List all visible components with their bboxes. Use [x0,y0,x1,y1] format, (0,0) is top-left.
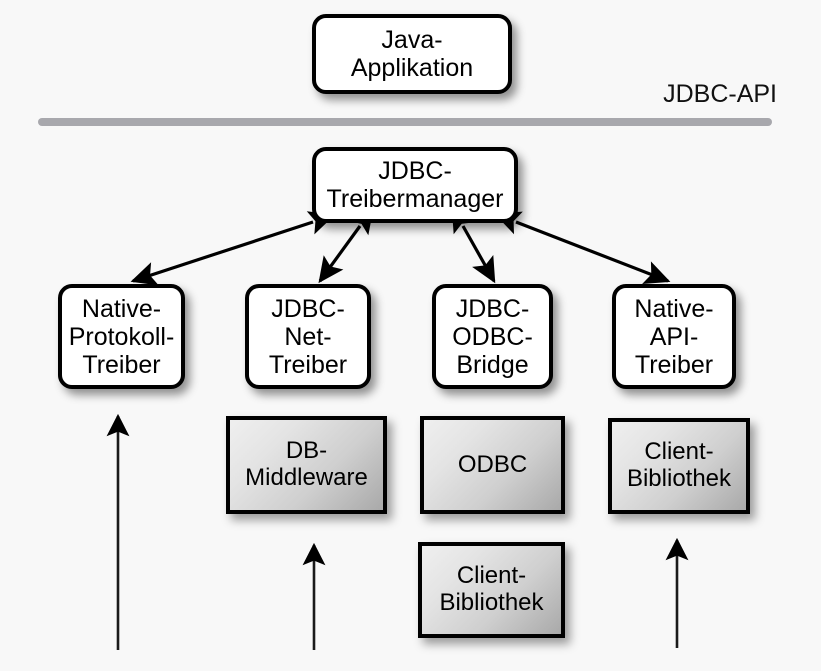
node-client-bibliothek-right[interactable]: Client- Bibliothek [608,418,750,514]
edge-manager-jdbc-odbc [451,205,496,284]
node-native-api-treiber[interactable]: Native- API- Treiber [612,284,736,389]
node-jdbc-net-treiber[interactable]: JDBC- Net- Treiber [245,284,371,389]
jdbc-api-label: JDBC-API [663,80,777,108]
node-jdbc-odbc-bridge[interactable]: JDBC- ODBC- Bridge [432,284,553,389]
node-odbc[interactable]: ODBC [420,416,565,514]
node-java-applikation[interactable]: Java- Applikation [312,14,512,94]
node-native-protokoll-treiber[interactable]: Native- Protokoll- Treiber [58,284,185,389]
edge-manager-native-api [494,211,671,284]
jdbc-api-boundary-bar [38,118,772,126]
edge-manager-native-protokoll [130,211,335,286]
node-db-middleware[interactable]: DB- Middleware [226,416,387,514]
node-jdbc-treibermanager[interactable]: JDBC- Treibermanager [312,147,518,223]
node-client-bibliothek-bottom[interactable]: Client- Bibliothek [418,542,565,638]
edge-manager-jdbc-net [318,207,374,284]
